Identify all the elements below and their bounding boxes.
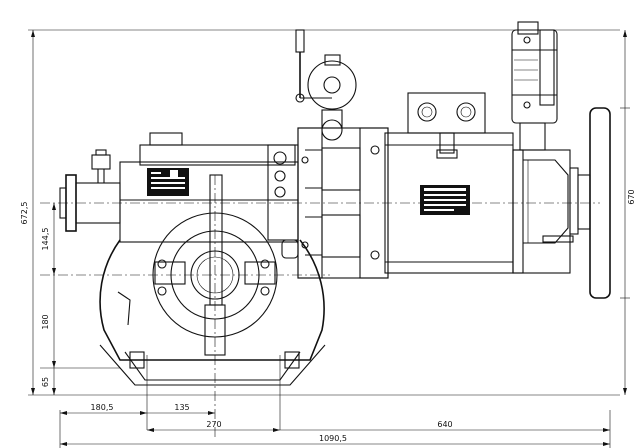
dim-total-length: 1090,5 xyxy=(319,434,347,443)
dim-span-640: 640 xyxy=(437,420,452,429)
dim-span-135: 135 xyxy=(174,403,189,412)
dim-lower-offset: 180 xyxy=(41,314,50,329)
dim-left-offset: 180,5 xyxy=(91,403,114,412)
limit-switch-box xyxy=(511,21,558,151)
dim-center-offset: 144,5 xyxy=(41,228,50,251)
wheel-housing xyxy=(99,212,326,386)
dim-wheel-diameter: 670 xyxy=(627,189,636,204)
gearbox-housing xyxy=(119,132,299,306)
motor-body xyxy=(384,92,514,274)
dim-height-total: 672,5 xyxy=(20,202,29,225)
right-drive-housing xyxy=(512,149,574,274)
dimension-lines xyxy=(28,29,630,448)
input-flange xyxy=(59,149,121,232)
clutch-lever xyxy=(295,29,357,141)
dim-base-offset: 65 xyxy=(41,377,50,387)
dim-span-270: 270 xyxy=(206,420,221,429)
